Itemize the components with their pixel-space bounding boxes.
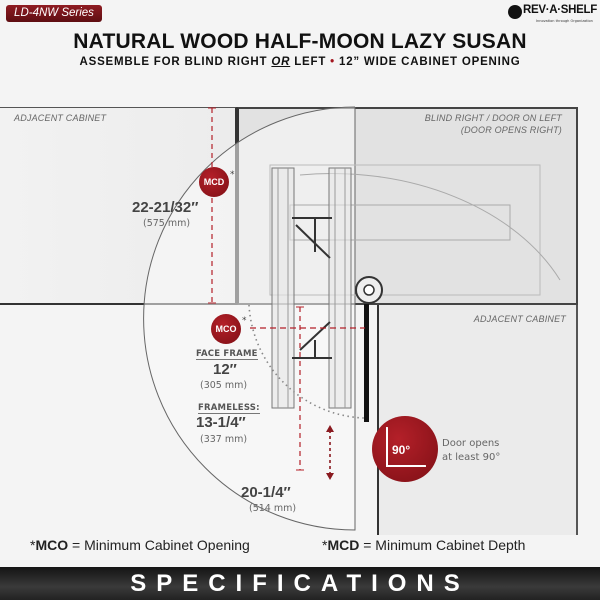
mcd-asterisk: * [230, 170, 235, 180]
legend-mco: *MCO = Minimum Cabinet Opening [30, 537, 250, 553]
legend-mcd: *MCD = Minimum Cabinet Depth [322, 537, 525, 553]
brand-logo: REV·A·SHELF Innovation through Organizat… [506, 2, 598, 30]
footer-banner: SPECIFICATIONS [0, 567, 600, 600]
subtitle-text: ASSEMBLE FOR BLIND RIGHT [79, 56, 272, 68]
door-note-line2: at least 90° [442, 452, 501, 463]
angle-icon [386, 427, 426, 467]
face-frame-label: FACE FRAME [196, 349, 258, 360]
face-frame-value: 12″ [213, 361, 237, 378]
subtitle-or: OR [271, 56, 291, 68]
blind-label-line2: (DOOR OPENS RIGHT) [460, 125, 562, 135]
page-subtitle: ASSEMBLE FOR BLIND RIGHT OR LEFT • 12” W… [0, 56, 600, 68]
subtitle-text: 12” WIDE CABINET OPENING [335, 56, 521, 68]
door-90-label: 90° [392, 443, 411, 457]
adjacent-cabinet-left-label: ADJACENT CABINET [14, 113, 107, 123]
bullet-dot: • [330, 56, 335, 68]
legend-abbr: MCO [35, 537, 69, 553]
legend-text: = Minimum Cabinet Opening [68, 537, 250, 553]
blind-label-line1: BLIND RIGHT / DOOR ON LEFT [424, 113, 562, 123]
door-note: Door opens at least 90° [442, 437, 500, 465]
series-badge: LD-4NW Series [6, 5, 102, 22]
subtitle-text: LEFT [290, 56, 331, 68]
legend-text: = Minimum Cabinet Depth [359, 537, 526, 553]
mco-badge: MCO [211, 314, 241, 344]
frameless-mm: (337 mm) [200, 434, 248, 445]
mcd-badge: MCD [199, 167, 229, 197]
brand-name: REV·A·SHELF [523, 4, 598, 16]
width-value: 20-1/4″ [241, 484, 291, 501]
adjacent-cabinet-right-label: ADJACENT CABINET [473, 314, 566, 324]
asterisk: * [30, 537, 36, 553]
width-mm: (514 mm) [249, 503, 297, 514]
logo-mark-icon [508, 5, 522, 19]
mco-asterisk: * [242, 316, 247, 326]
mcd-mm: (575 mm) [143, 218, 191, 229]
face-frame-mm: (305 mm) [200, 380, 248, 391]
door-note-line1: Door opens [442, 438, 500, 449]
door-90-badge: 90° [372, 416, 438, 482]
brand-tagline: Innovation through Organization [536, 19, 593, 23]
mcd-value: 22-21/32″ [132, 199, 199, 216]
asterisk: * [322, 537, 328, 553]
page-title: NATURAL WOOD HALF-MOON LAZY SUSAN [73, 30, 527, 53]
frameless-label: FRAMELESS: [198, 403, 260, 414]
legend-abbr: MCD [327, 537, 360, 553]
frameless-value: 13-1/4″ [196, 414, 246, 431]
